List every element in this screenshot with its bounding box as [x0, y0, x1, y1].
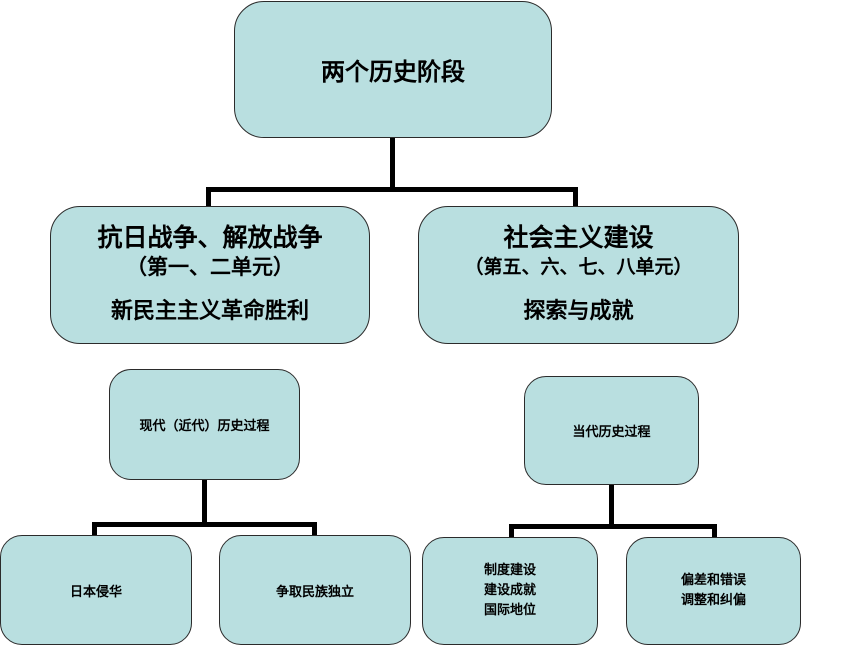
connector-root-stem — [390, 138, 395, 190]
right-branch-title: 社会主义建设 — [503, 223, 654, 252]
connector-right-sub-drop-2 — [712, 524, 717, 538]
connector-left-sub-stem — [202, 480, 207, 525]
connector-left-sub-bar — [92, 522, 317, 527]
leaf-line: 偏差和错误 — [680, 573, 746, 588]
right-branch-theme: 探索与成就 — [523, 299, 634, 324]
left-branch-title: 抗日战争、解放战争 — [97, 223, 323, 252]
root-label: 两个历史阶段 — [321, 58, 465, 86]
leaf-label: 日本侵华 — [69, 584, 122, 600]
right-sub-node: 当代历史过程 — [524, 376, 699, 485]
connector-right-sub-stem — [609, 485, 614, 527]
leaf-node-deviation: 偏差和错误 调整和纠偏 — [626, 537, 801, 645]
leaf-node-japanese-invasion: 日本侵华 — [0, 535, 192, 645]
left-sub-label: 现代（近代）历史过程 — [139, 419, 270, 434]
leaf-label: 争取民族独立 — [275, 584, 354, 600]
connector-right-sub-bar — [509, 524, 717, 529]
leaf-line: 调整和纠偏 — [680, 593, 746, 608]
connector-top-bar — [206, 187, 578, 192]
connector-left-sub-drop-1 — [92, 522, 97, 536]
connector-right-drop — [573, 187, 578, 207]
connector-left-sub-drop-2 — [312, 522, 317, 536]
left-branch-node: 抗日战争、解放战争 （第一、二单元） 新民主主义革命胜利 — [50, 206, 370, 344]
connector-right-sub-drop-1 — [509, 524, 514, 538]
right-branch-node: 社会主义建设 （第五、六、七、八单元） 探索与成就 — [418, 206, 739, 344]
leaf-line: 制度建设 — [483, 563, 536, 578]
right-branch-units: （第五、六、七、八单元） — [464, 256, 693, 278]
right-sub-label: 当代历史过程 — [572, 425, 651, 440]
leaf-node-construction: 制度建设 建设成就 国际地位 — [422, 537, 598, 645]
leaf-line: 建设成就 — [483, 583, 536, 598]
left-sub-node: 现代（近代）历史过程 — [109, 369, 300, 480]
left-branch-units: （第一、二单元） — [126, 255, 294, 279]
leaf-line: 国际地位 — [483, 603, 536, 618]
connector-left-drop — [206, 187, 211, 207]
leaf-node-national-independence: 争取民族独立 — [219, 535, 411, 645]
left-branch-theme: 新民主主义革命胜利 — [110, 299, 309, 324]
root-node: 两个历史阶段 — [234, 1, 552, 138]
